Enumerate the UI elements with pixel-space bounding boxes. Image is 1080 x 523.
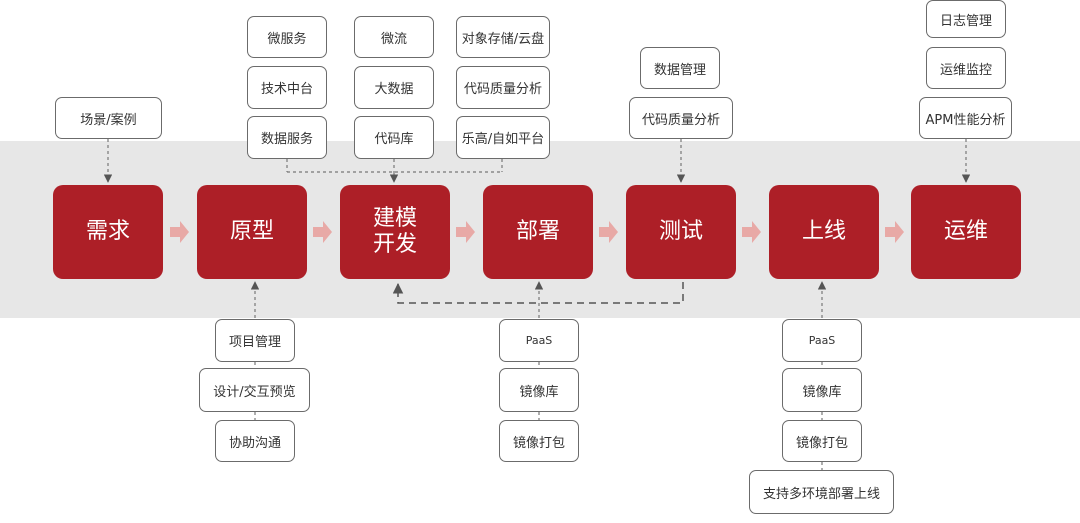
tool-box: APM性能分析: [919, 97, 1012, 139]
stage-online: 上线: [769, 185, 879, 279]
stage-ops: 运维: [911, 185, 1021, 279]
tool-box: 数据管理: [640, 47, 720, 89]
tool-box: 项目管理: [215, 319, 295, 362]
tool-box: 支持多环境部署上线: [749, 470, 894, 514]
stage-prototype: 原型: [197, 185, 307, 279]
tool-box: 代码质量分析: [456, 66, 550, 109]
tool-box: 技术中台: [247, 66, 327, 109]
tool-box: PaaS: [499, 319, 579, 362]
tool-box: 乐高/自如平台: [456, 116, 550, 159]
tool-box: 数据服务: [247, 116, 327, 159]
tool-box: 代码库: [354, 116, 434, 159]
tool-box: 对象存储/云盘: [456, 16, 550, 58]
stage-test: 测试: [626, 185, 736, 279]
tool-box: 代码质量分析: [629, 97, 733, 139]
tool-box: 镜像库: [499, 368, 579, 412]
tool-box: 微服务: [247, 16, 327, 58]
tool-box: 微流: [354, 16, 434, 58]
stage-modeling-dev: 建模 开发: [340, 185, 450, 279]
tool-box: 大数据: [354, 66, 434, 109]
tool-box: 运维监控: [926, 47, 1006, 89]
tool-box: 镜像库: [782, 368, 862, 412]
tool-box: 日志管理: [926, 0, 1006, 38]
tool-box: 场景/案例: [55, 97, 162, 139]
tool-box: 镜像打包: [499, 420, 579, 462]
tool-box: 镜像打包: [782, 420, 862, 462]
tool-box: 设计/交互预览: [199, 368, 310, 412]
tool-box: PaaS: [782, 319, 862, 362]
stage-deploy: 部署: [483, 185, 593, 279]
stage-requirement: 需求: [53, 185, 163, 279]
tool-box: 协助沟通: [215, 420, 295, 462]
